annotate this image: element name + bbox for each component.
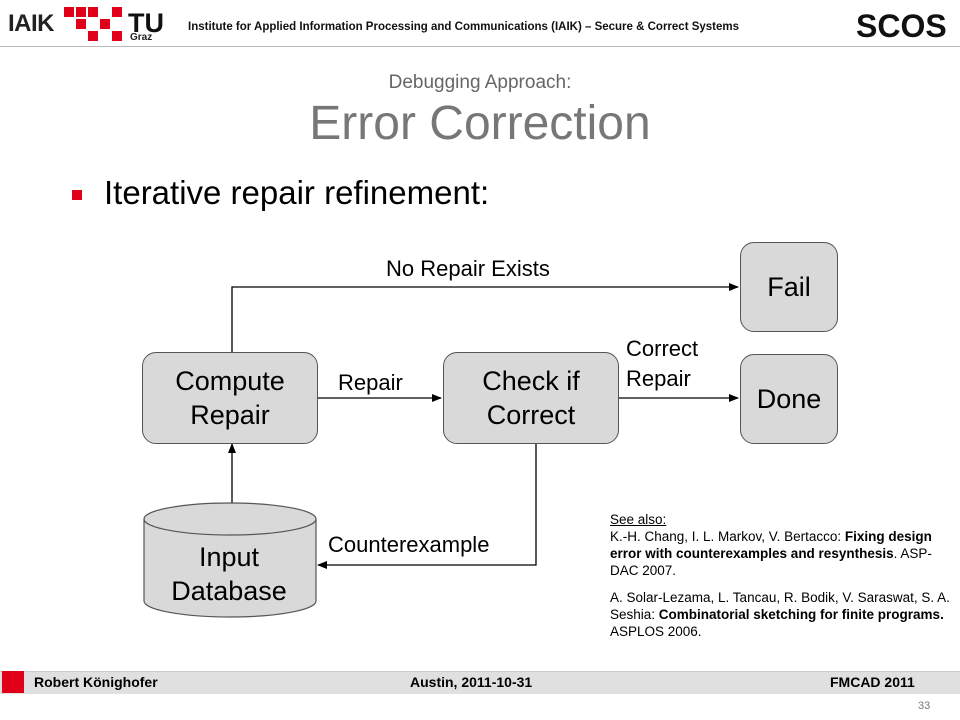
graz-logo-text: Graz <box>130 32 153 43</box>
fail-box: Fail <box>740 242 838 332</box>
ref1-title: Fixing design error with counterexamples… <box>610 529 932 561</box>
input-database-label: Input Database <box>171 542 287 606</box>
ref1-authors: K.-H. Chang, I. L. Markov, V. Bertacco: <box>610 529 845 544</box>
arrow-counterexample <box>317 442 537 569</box>
institute-name: Institute for Applied Information Proces… <box>188 21 740 33</box>
fail-label: Fail <box>767 272 811 302</box>
compute-repair-box: Compute Repair <box>142 352 318 444</box>
bullet-square-icon <box>72 190 82 200</box>
reference-1: See also: K.-H. Chang, I. L. Markov, V. … <box>610 511 950 579</box>
done-label: Done <box>756 384 822 414</box>
edge-label-correct-repair: Correct Repair <box>626 336 699 391</box>
page-number: 33 <box>918 700 931 712</box>
tu-graz-logo-icon <box>64 7 122 41</box>
footer-place-date: Austin, 2011-10-31 <box>410 674 533 690</box>
edge-label-repair: Repair <box>338 370 403 395</box>
references: See also: K.-H. Chang, I. L. Markov, V. … <box>610 511 950 650</box>
done-box: Done <box>740 354 838 444</box>
check-correct-label: Check if Correct <box>482 366 580 430</box>
edge-label-counterexample: Counterexample <box>328 532 490 557</box>
iaik-logo: IAIK <box>8 10 55 37</box>
footer-conference: FMCAD 2011 <box>830 674 915 690</box>
slide-title: Error Correction <box>309 97 651 150</box>
database-cylinder-icon <box>143 502 317 618</box>
slide-subtitle: Debugging Approach: <box>388 72 572 93</box>
edge-label-no-repair: No Repair Exists <box>386 256 550 281</box>
header-divider <box>0 46 960 47</box>
reference-2: A. Solar-Lezama, L. Tancau, R. Bodik, V.… <box>610 589 950 640</box>
ref2-authors: A. Solar-Lezama, L. Tancau, R. Bodik, V.… <box>610 590 950 622</box>
ref1-venue: . ASP-DAC 2007. <box>610 546 932 578</box>
arrow-no-repair <box>231 283 739 352</box>
compute-repair-label: Compute Repair <box>175 366 285 430</box>
footer-bar <box>0 671 960 694</box>
see-also-label: See also: <box>610 512 667 527</box>
footer-author: Robert Könighofer <box>34 674 158 690</box>
scos-logo: SCOS <box>856 8 947 44</box>
tu-logo-text: TU <box>128 8 164 38</box>
ref2-venue: ASPLOS 2006. <box>610 624 702 639</box>
ref2-title: Combinatorial sketching for finite progr… <box>658 607 944 622</box>
check-correct-box: Check if Correct <box>443 352 619 444</box>
footer-accent <box>2 671 24 693</box>
bullet-text: Iterative repair refinement: <box>104 174 490 211</box>
